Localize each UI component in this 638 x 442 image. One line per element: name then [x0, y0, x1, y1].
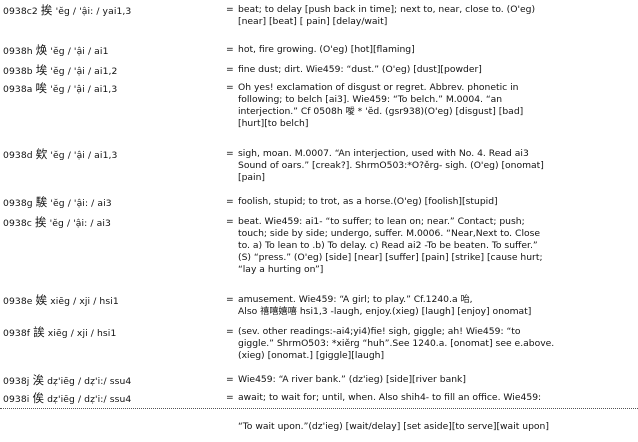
entry-character: 涘	[32, 373, 45, 387]
page-separator	[0, 408, 638, 409]
entry-definition: foolish, stupid; to trot, as a horse.(O'…	[238, 196, 498, 207]
entry-definition: Wie459: “A river bank.” (dz'ieg) [side][…	[238, 374, 466, 385]
entry-definition: beat; to delay [push back in time]; next…	[238, 4, 536, 27]
equals-sign: =	[226, 216, 234, 227]
entry-definition: beat. Wie459: ai1- “to suffer; to lean o…	[238, 216, 543, 275]
entry-character: 埃	[35, 63, 48, 77]
equals-sign: =	[226, 392, 234, 403]
continuation-line: “To wait upon.”(dz'ieg) [wait/delay] [se…	[238, 421, 549, 432]
equals-sign: =	[226, 82, 234, 93]
entry-definition: await; to wait for; until, when. Also sh…	[238, 392, 542, 403]
entry-definition: (sev. other readings:-ai4;yi4)fie! sigh,…	[238, 326, 555, 361]
entry-head: 0938c2 挨 'ĕg / 'ậi: / yai1,3	[3, 3, 132, 17]
entry-head: 0938e 娭 xiēg / xji / hsi1	[3, 293, 119, 307]
equals-sign: =	[226, 196, 234, 207]
equals-sign: =	[226, 374, 234, 385]
entry-head: 0938g 騃 'ĕg / 'ậi: / ai3	[3, 195, 112, 209]
entry-definition: amusement. Wie459: “A girl; to play.” Cf…	[238, 294, 532, 317]
entry-character: 唉	[35, 81, 48, 95]
entry-head: 0938a 唉 'ĕg / 'ậi / ai1,3	[3, 81, 118, 95]
entry-head: 0938j 涘 dẓ'iēg / dẓ'i:/ ssu4	[3, 373, 132, 387]
entry-definition: hot, fire growing. (O'eg) [hot][flaming]	[238, 44, 415, 55]
equals-sign: =	[226, 326, 234, 337]
entry-head: 0938h 焕 'ĕg / 'ậi / ai1	[3, 43, 109, 57]
entry-character: 焕	[35, 43, 48, 57]
entry-definition: sigh, moan. M.0007. “An interjection, us…	[238, 148, 544, 183]
entry-head: 0938b 埃 'ĕg / 'ậi / ai1,2	[3, 63, 118, 77]
entry-character: 挨	[34, 215, 47, 229]
entry-head: 0938i 俟 dẓ'iēg / dẓ'i:/ ssu4	[3, 391, 132, 405]
entry-character: 俟	[32, 391, 45, 405]
entry-character: 挨	[40, 3, 53, 17]
entry-head: 0938c 挨 'ĕg / 'ậi: / ai3	[3, 215, 111, 229]
entry-head: 0938d 欸 'ĕg / 'ậi / ai1,3	[3, 147, 118, 161]
equals-sign: =	[226, 64, 234, 75]
entry-character: 欸	[35, 147, 48, 161]
equals-sign: =	[226, 294, 234, 305]
equals-sign: =	[226, 148, 234, 159]
entry-character: 娭	[35, 293, 48, 307]
entry-definition: Oh yes! exclamation of disgust or regret…	[238, 82, 524, 129]
equals-sign: =	[226, 44, 234, 55]
entry-head: 0938f 誒 xiēg / xji / hsi1	[3, 325, 117, 339]
equals-sign: =	[226, 4, 234, 15]
entry-character: 誒	[33, 325, 45, 339]
entry-character: 騃	[35, 195, 48, 209]
entry-definition: fine dust; dirt. Wie459: “dust.” (O'eg) …	[238, 64, 482, 75]
